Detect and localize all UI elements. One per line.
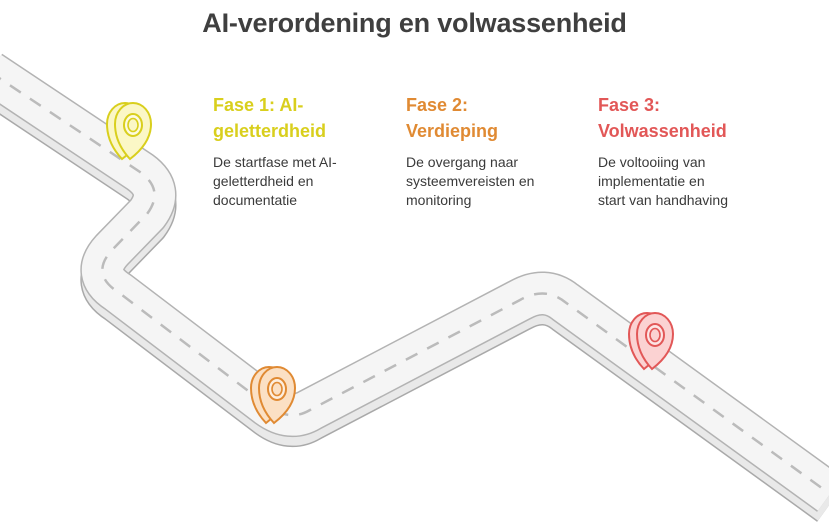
phase-2-title: Fase 2: Verdieping (406, 92, 581, 144)
phase-2-desc-line-2: systeemvereisten en (406, 173, 535, 189)
phase-1-title-line-2: geletterdheid (213, 121, 327, 141)
phase-2-title-line-2: Verdieping (406, 121, 499, 141)
phase-1-block: Fase 1: AI- geletterdheid De startfase m… (213, 92, 388, 210)
phase-1-title-line-1: Fase 1: AI- (213, 95, 304, 115)
page-title: AI-verordening en volwassenheid (202, 8, 627, 38)
phase-3-marker-icon (627, 312, 675, 371)
phase-1-marker-icon (105, 102, 153, 161)
phase-3-desc-line-3: start van handhaving (598, 192, 728, 208)
phase-3-desc-line-2: implementatie en (598, 173, 705, 189)
phase-3-title: Fase 3: Volwassenheid (598, 92, 773, 144)
phase-2-desc-line-1: De overgang naar (406, 154, 519, 170)
phase-3-title-line-2: Volwassenheid (598, 121, 727, 141)
phase-2-title-line-1: Fase 2: (406, 95, 469, 115)
phase-3-title-line-1: Fase 3: (598, 95, 661, 115)
phase-3-description: De voltooiing van implementatie en start… (598, 153, 773, 210)
phase-2-marker-icon (249, 366, 297, 425)
phase-1-desc-line-2: geletterdheid en (213, 173, 314, 189)
phase-2-block: Fase 2: Verdieping De overgang naar syst… (406, 92, 581, 210)
phase-1-desc-line-3: documentatie (213, 192, 298, 208)
phase-3-block: Fase 3: Volwassenheid De voltooiing van … (598, 92, 773, 210)
phase-1-title: Fase 1: AI- geletterdheid (213, 92, 388, 144)
phase-1-desc-line-1: De startfase met AI- (213, 154, 337, 170)
road-centerline (0, 77, 829, 495)
phase-2-description: De overgang naar systeemvereisten en mon… (406, 153, 581, 210)
phase-2-desc-line-3: monitoring (406, 192, 472, 208)
phase-3-desc-line-1: De voltooiing van (598, 154, 706, 170)
phase-1-description: De startfase met AI- geletterdheid en do… (213, 153, 388, 210)
